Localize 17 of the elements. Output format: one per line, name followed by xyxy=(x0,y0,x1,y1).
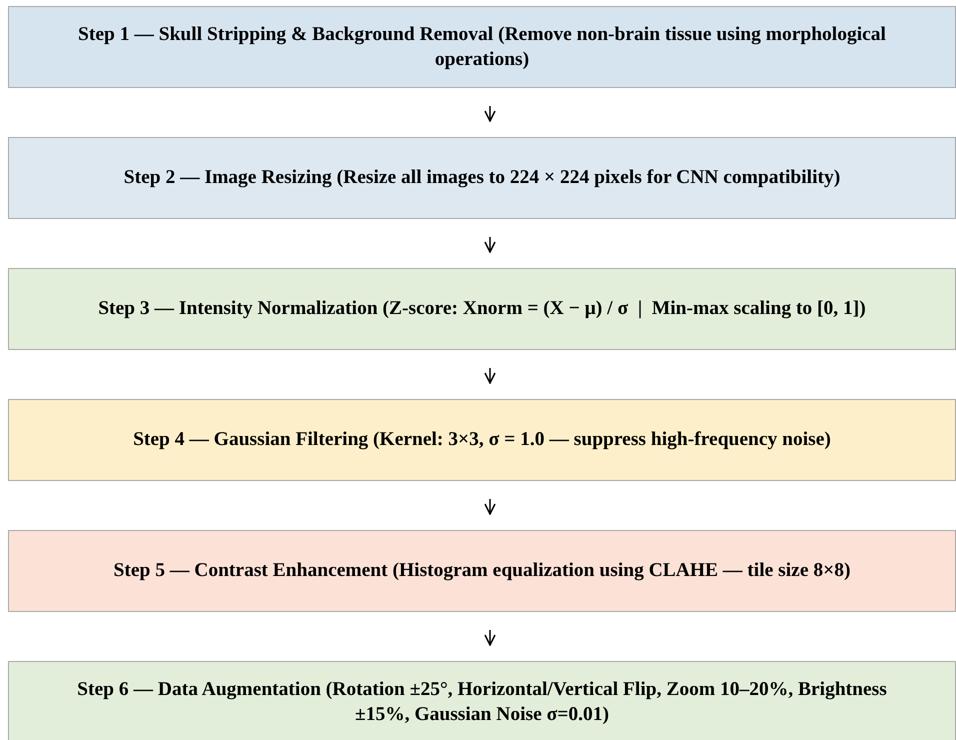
arrow xyxy=(484,630,496,646)
step-text: Step 3 — Intensity Normalization (Z-score: Xnorm = (X − μ) / σ | Min-max scaling to [0, 1]) xyxy=(98,297,866,322)
process-box xyxy=(8,137,956,219)
arrow xyxy=(484,106,496,122)
step-text: Step 6 — Data Augmentation (Rotation ±25°, Horizontal/Vertical Flip, Zoom 10–20%, Brightness ±15%, Gaussian Noise σ=0.01) xyxy=(76,678,888,727)
step-text: Step 4 — Gaussian Filtering (Kernel: 3×3, σ = 1.0 — suppress high-frequency noise) xyxy=(133,428,831,452)
process-box xyxy=(8,661,956,740)
step-text: Step 5 — Contrast Enhancement (Histogram equalization using CLAHE — tile size 8×8) xyxy=(114,559,850,584)
arrow xyxy=(484,237,496,253)
arrow xyxy=(484,368,496,384)
process-box xyxy=(8,530,956,612)
arrow xyxy=(484,499,496,515)
process-box xyxy=(8,6,956,88)
process-box xyxy=(8,268,956,350)
step-text: Step 1 — Skull Stripping & Background Removal (Remove non-brain tissue using morphological operations) xyxy=(77,22,887,72)
step-text: Step 2 — Image Resizing (Resize all images to 224 × 224 pixels for CNN compatibility) xyxy=(124,166,840,190)
process-box xyxy=(8,399,956,481)
